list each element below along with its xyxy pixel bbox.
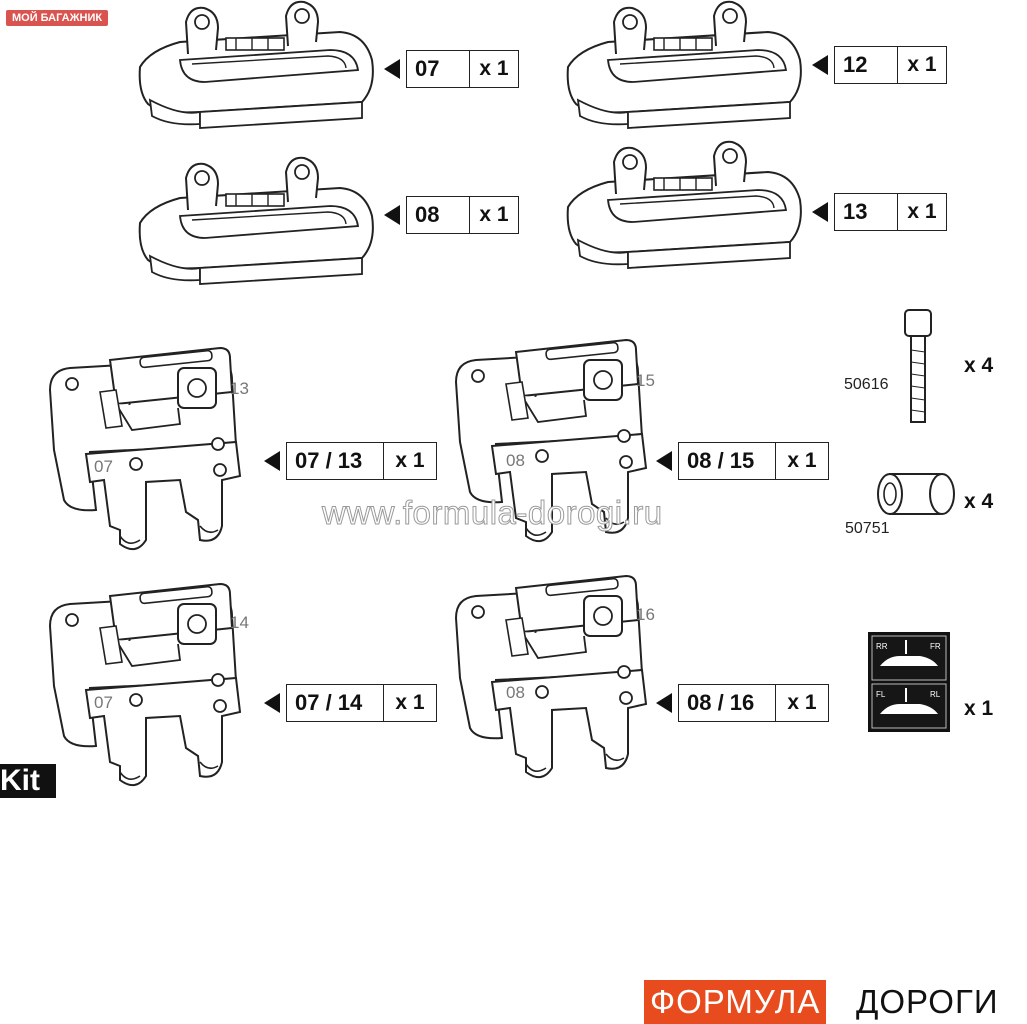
site-badge: МОЙ БАГАЖНИК — [0, 0, 118, 34]
svg-text:FL: FL — [876, 690, 886, 699]
part-qty: x 1 — [395, 691, 425, 714]
pointer-arrow-icon — [264, 451, 280, 471]
bracket-label-07-13: 07 / 13 x 1 — [264, 442, 437, 480]
part-qty: x 1 — [395, 449, 425, 472]
foot-12-drawing — [566, 0, 802, 129]
part-qty: x 1 — [787, 449, 817, 472]
part-code: 08 / 15 — [679, 443, 776, 479]
svg-text:FR: FR — [930, 642, 941, 651]
sticker-icon: RR FR FL RL — [868, 632, 950, 732]
sticker-qty: x 1 — [964, 697, 994, 720]
foot-08-drawing — [138, 156, 374, 285]
bracket-mark-right: 16 — [636, 605, 655, 624]
watermark-text: www.formula-dorogi.ru — [322, 494, 663, 532]
bracket-label-08-16: 08 / 16 x 1 — [656, 684, 829, 722]
bracket-label-08-15: 08 / 15 x 1 — [656, 442, 829, 480]
bracket-label-07-14: 07 / 14 x 1 — [264, 684, 437, 722]
foot-label-12: 12 x 1 — [812, 46, 947, 84]
sleeve-part-number: 50751 — [845, 520, 890, 537]
part-code: 07 — [407, 51, 470, 87]
pointer-arrow-icon — [384, 205, 400, 225]
bracket-mark-left: 08 — [506, 683, 525, 702]
part-code: 08 — [407, 197, 470, 233]
part-qty: x 1 — [787, 691, 817, 714]
brand-highlight: ФОРМУЛА — [644, 980, 827, 1024]
bracket-07-13-drawing — [49, 347, 241, 551]
part-code: 07 / 14 — [287, 685, 384, 721]
part-code: 07 / 13 — [287, 443, 384, 479]
foot-13-drawing — [566, 140, 802, 269]
sleeve-qty: x 4 — [964, 490, 994, 513]
bolt-part-number: 50616 — [844, 376, 889, 393]
part-qty: x 1 — [479, 203, 509, 226]
pointer-arrow-icon — [264, 693, 280, 713]
bolt-icon — [904, 309, 932, 423]
kit-label: Kit — [0, 764, 56, 798]
bracket-07-14-drawing — [49, 583, 241, 787]
brand-rest: ДОРОГИ — [856, 983, 999, 1020]
bracket-mark-right: 13 — [230, 379, 249, 398]
foot-label-13: 13 x 1 — [812, 193, 947, 231]
part-qty: x 1 — [907, 200, 937, 223]
pointer-arrow-icon — [656, 693, 672, 713]
bracket-mark-right: 14 — [230, 613, 249, 632]
svg-text:RR: RR — [876, 642, 888, 651]
bracket-mark-left: 07 — [94, 693, 113, 712]
bracket-08-16-drawing — [455, 575, 647, 779]
pointer-arrow-icon — [812, 55, 828, 75]
pointer-arrow-icon — [384, 59, 400, 79]
foot-07-drawing — [138, 0, 374, 129]
bolt-qty: x 4 — [964, 354, 994, 377]
bracket-mark-left: 07 — [94, 457, 113, 476]
part-code: 12 — [835, 47, 898, 83]
bracket-mark-left: 08 — [506, 451, 525, 470]
site-badge-text: МОЙ БАГАЖНИК — [6, 10, 109, 26]
pointer-arrow-icon — [812, 202, 828, 222]
part-qty: x 1 — [479, 57, 509, 80]
part-code: 13 — [835, 194, 898, 230]
svg-text:RL: RL — [930, 690, 941, 699]
bracket-mark-right: 15 — [636, 371, 655, 390]
foot-label-08: 08 x 1 — [384, 196, 519, 234]
part-qty: x 1 — [907, 53, 937, 76]
sleeve-icon — [877, 473, 955, 515]
pointer-arrow-icon — [656, 451, 672, 471]
part-code: 08 / 16 — [679, 685, 776, 721]
foot-label-07: 07 x 1 — [384, 50, 519, 88]
